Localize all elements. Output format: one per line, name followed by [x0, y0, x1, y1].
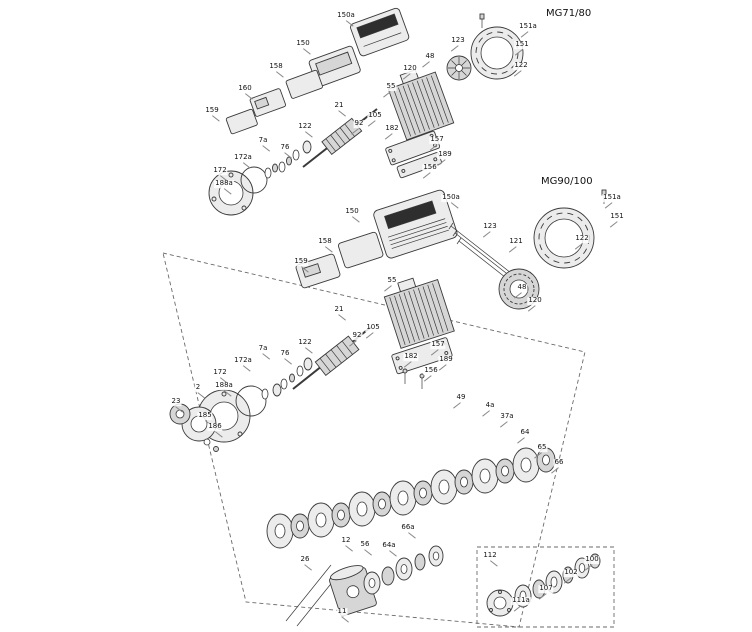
- part-label-107: 107: [538, 584, 554, 600]
- part-label-26: 26: [299, 555, 313, 571]
- part-label-172a: 172a: [233, 356, 253, 372]
- section-title-mg71-80: MG71/80: [546, 8, 592, 19]
- part-label-186: 186: [207, 422, 223, 438]
- part-label-151a: 151a: [602, 193, 622, 209]
- part-label-151: 151: [514, 40, 530, 56]
- part-label-150: 150: [295, 39, 311, 55]
- part-label-23: 23: [170, 397, 184, 413]
- part-label-123: 123: [450, 36, 466, 52]
- part-label-158: 158: [317, 237, 333, 253]
- mg90-plate-screws: [402, 368, 425, 389]
- part-label-150: 150: [344, 207, 360, 223]
- part-label-189: 189: [438, 355, 454, 371]
- part-label-172a: 172a: [233, 153, 253, 169]
- part-label-189: 189: [437, 150, 453, 166]
- part-label-100: 100: [584, 555, 600, 571]
- part-label-156: 156: [422, 163, 438, 179]
- part-label-92: 92: [351, 119, 365, 135]
- part-label-156: 156: [423, 366, 439, 382]
- mg90-shaft-group: [272, 326, 372, 397]
- part-label-188a: 188a: [214, 179, 234, 195]
- part-label-123: 123: [482, 222, 498, 238]
- inset-dashed-border: [476, 546, 615, 628]
- part-label-159: 159: [204, 106, 220, 122]
- mg71-o-ring: [240, 166, 268, 194]
- part-label-55: 55: [384, 276, 398, 292]
- part-label-151a: 151a: [518, 22, 538, 38]
- part-label-48: 48: [514, 283, 528, 299]
- part-label-11: 11: [336, 607, 350, 623]
- part-label-105: 105: [367, 111, 383, 127]
- mg71-motor-group: [387, 13, 524, 141]
- part-label-157: 157: [430, 340, 446, 356]
- part-label-92: 92: [349, 331, 363, 347]
- part-label-37a: 37a: [499, 412, 515, 428]
- part-label-111a: 111a: [511, 596, 531, 612]
- part-label-48: 48: [422, 52, 436, 68]
- part-label-102: 102: [563, 568, 579, 584]
- part-label-122: 122: [574, 234, 590, 250]
- part-label-185: 185: [197, 411, 213, 427]
- part-label-76: 76: [279, 143, 293, 159]
- mg71-terminal-box-group: [225, 7, 410, 135]
- section-title-mg90-100: MG90/100: [541, 176, 593, 187]
- part-label-56: 56: [359, 540, 373, 556]
- part-label-105: 105: [365, 323, 381, 339]
- part-label-66a: 66a: [400, 523, 416, 539]
- part-label-65: 65: [534, 443, 548, 459]
- mg90-fan-cover: [533, 207, 595, 269]
- part-label-7a: 7a: [257, 136, 271, 152]
- part-label-159: 159: [293, 257, 309, 273]
- mg71-fan: [446, 55, 472, 81]
- mg71-baseplate-group: [385, 130, 442, 179]
- part-label-49: 49: [453, 393, 467, 409]
- part-label-55: 55: [383, 82, 397, 98]
- mg71-screw: [479, 13, 485, 28]
- part-label-64a: 64a: [381, 541, 397, 557]
- part-label-122: 122: [297, 122, 313, 138]
- part-label-21: 21: [333, 101, 347, 117]
- part-label-172: 172: [212, 368, 228, 384]
- part-label-188a: 188a: [214, 381, 234, 397]
- part-label-2: 2: [194, 383, 206, 399]
- part-label-64: 64: [517, 428, 531, 444]
- part-label-150a: 150a: [336, 11, 356, 27]
- part-label-7a: 7a: [257, 344, 271, 360]
- part-label-150a: 150a: [441, 193, 461, 209]
- mg90-box-group: [295, 189, 458, 289]
- part-label-157: 157: [429, 135, 445, 151]
- part-label-120: 120: [402, 64, 418, 80]
- part-label-12: 12: [340, 536, 354, 552]
- part-label-160: 160: [237, 84, 253, 100]
- part-label-172: 172: [212, 166, 228, 182]
- part-label-158: 158: [268, 62, 284, 78]
- part-label-66: 66: [551, 458, 565, 474]
- part-label-112: 112: [482, 551, 498, 567]
- bottom-parts-group: [285, 545, 444, 627]
- part-label-182: 182: [403, 352, 419, 368]
- part-label-4a: 4a: [482, 401, 496, 417]
- part-label-120: 120: [527, 296, 543, 312]
- part-label-122: 122: [513, 61, 529, 77]
- part-label-121: 121: [508, 237, 524, 253]
- part-label-151: 151: [609, 212, 625, 228]
- impeller-stack-group: [266, 447, 556, 549]
- part-label-122: 122: [297, 338, 313, 354]
- mg90-o-ring: [235, 385, 267, 417]
- part-label-76: 76: [279, 349, 293, 365]
- mg90-pumphead-group: [169, 385, 269, 452]
- part-label-21: 21: [333, 305, 347, 321]
- part-label-182: 182: [384, 124, 400, 140]
